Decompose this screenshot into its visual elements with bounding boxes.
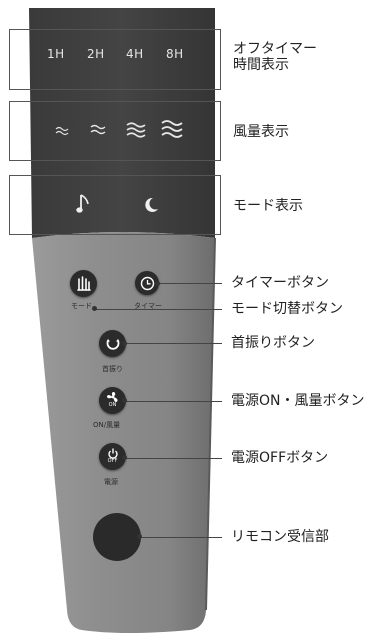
callout-mode-display: モード表示 xyxy=(233,198,303,214)
power-on-wind-button[interactable]: ON xyxy=(99,387,126,414)
callout-dot-swing-button xyxy=(122,341,127,346)
callout-power-on-button: 電源ON・風量ボタン xyxy=(231,393,365,409)
timer-indicator-1h: 1H xyxy=(47,47,65,61)
timer-indicator-4h: 4H xyxy=(126,47,144,61)
timer-indicator-8h: 8H xyxy=(166,47,184,61)
callout-timer-button: タイマーボタン xyxy=(231,275,329,291)
callout-dot-power-on-button xyxy=(122,398,127,403)
callout-wind-display: 風量表示 xyxy=(233,124,289,140)
music-note-icon xyxy=(76,194,89,213)
callout-line-power-off-button xyxy=(125,458,222,460)
swing-button[interactable] xyxy=(99,330,126,357)
mode-comb-icon xyxy=(76,275,91,291)
power-on-icon-text: ON xyxy=(108,401,117,408)
wind-level-4-icon xyxy=(161,120,183,138)
callout-off-timer-display: オフタイマー 時間表示 xyxy=(233,41,317,73)
wind-level-3-icon xyxy=(126,122,146,138)
off-timer-display-box xyxy=(9,29,221,90)
power-off-icon-text: OFF xyxy=(107,457,118,464)
mode-display-box xyxy=(9,175,221,235)
callout-line-swing-button xyxy=(125,343,222,345)
callout-dot-timer-button xyxy=(155,281,160,286)
timer-indicator-2h: 2H xyxy=(87,47,105,61)
callout-swing-button: 首振りボタン xyxy=(231,335,315,351)
callout-line-timer-button xyxy=(158,283,222,285)
callout-line-power-on-button xyxy=(125,401,222,403)
swing-button-caption: 首振り xyxy=(102,365,123,373)
swing-arrow-icon xyxy=(106,338,119,350)
moon-icon xyxy=(145,197,158,212)
timer-button-caption: タイマー xyxy=(134,302,162,310)
callout-mode-switch-button: モード切替ボタン xyxy=(231,301,343,317)
power-on-button-caption: ON/風量 xyxy=(93,421,121,429)
mode-switch-button[interactable] xyxy=(70,270,97,297)
callout-off-timer-line2: 時間表示 xyxy=(233,57,289,73)
clock-icon xyxy=(140,276,154,290)
power-off-button[interactable]: OFF xyxy=(99,443,126,470)
callout-line-mode-button xyxy=(95,309,222,311)
callout-dot-receiver xyxy=(137,534,142,539)
callout-dot-power-off-button xyxy=(122,455,127,460)
power-icon xyxy=(107,448,118,459)
callout-power-off-button: 電源OFFボタン xyxy=(231,450,329,466)
callout-remote-sensor: リモコン受信部 xyxy=(231,529,329,545)
callout-dot-mode-button xyxy=(92,306,97,311)
remote-receiver xyxy=(93,513,141,561)
wind-display-box xyxy=(9,101,221,161)
callout-line-receiver xyxy=(140,537,222,539)
wind-level-2-icon xyxy=(90,124,106,135)
wind-level-1-icon xyxy=(55,126,69,136)
power-off-button-caption: 電源 xyxy=(104,478,118,486)
fan-icon xyxy=(106,391,118,402)
callout-off-timer-line1: オフタイマー xyxy=(233,41,317,57)
mode-button-caption: モード xyxy=(71,302,92,310)
